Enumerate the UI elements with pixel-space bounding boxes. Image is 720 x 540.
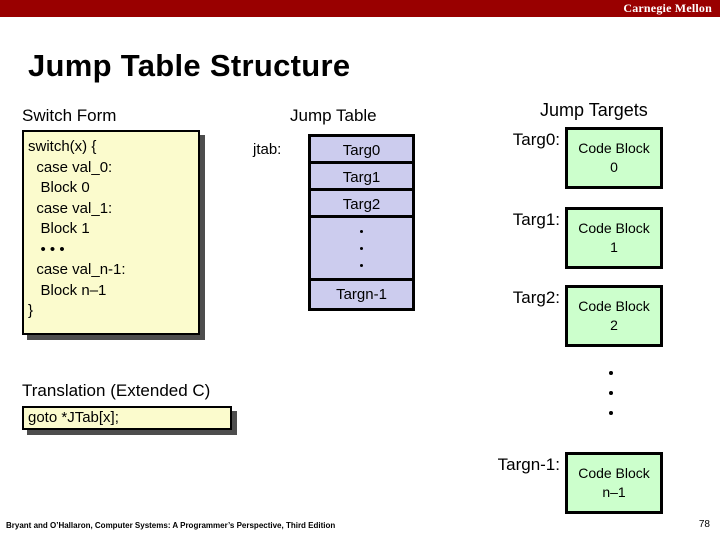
translation-heading: Translation (Extended C) <box>22 381 211 400</box>
targets-vertical-ellipsis-icon <box>605 363 617 423</box>
code-line: case val_0: <box>28 158 113 176</box>
code-block-title: Code Block <box>578 140 650 156</box>
jump-table-cell: Targ1 <box>311 164 412 191</box>
jump-table-heading: Jump Table <box>290 106 377 125</box>
code-block-index: 2 <box>610 317 618 333</box>
code-block-index: n–1 <box>602 484 626 500</box>
page-title: Jump Table Structure <box>28 48 351 83</box>
code-block-2: Code Block 2 <box>565 285 663 347</box>
target-label-0: Targ0: <box>512 130 560 149</box>
code-block-index: 0 <box>610 159 618 175</box>
footer-attribution: Bryant and O’Hallaron, Computer Systems:… <box>6 521 336 530</box>
code-line: case val_n-1: <box>28 261 126 278</box>
translation-code-line: goto *JTab[x]; <box>28 408 119 426</box>
vertical-ellipsis-icon <box>311 218 412 278</box>
code-block-0: Code Block 0 <box>565 127 663 189</box>
code-block-n-1: Code Block n–1 <box>565 452 663 514</box>
target-label-1: Targ1: <box>512 210 560 229</box>
jump-table-cell: Targn-1 <box>311 281 412 308</box>
jump-table-cell-ellipsis <box>311 218 412 281</box>
page-number: 78 <box>698 519 710 530</box>
jump-table-cell: Targ2 <box>311 191 412 218</box>
translation-code-panel: goto *JTab[x]; <box>22 406 232 430</box>
switch-form-heading: Switch Form <box>22 106 117 125</box>
code-line: Block 0 <box>28 179 90 196</box>
target-label-n-1: Targn-1: <box>497 455 560 474</box>
code-block-title: Code Block <box>578 220 650 236</box>
jtab-pointer-label: jtab: <box>253 141 282 158</box>
jump-table-cell: Targ0 <box>311 137 412 164</box>
code-line-ellipsis: • • • <box>28 240 65 258</box>
code-line: } <box>28 302 34 319</box>
target-label-2: Targ2: <box>512 288 560 307</box>
brand-label: Carnegie Mellon <box>623 1 712 15</box>
jump-targets-heading: Jump Targets <box>540 100 648 120</box>
code-block-1: Code Block 1 <box>565 207 663 269</box>
switch-form-code-panel: switch(x) { case val_0: Block 0 case val… <box>22 130 200 335</box>
code-block-index: 1 <box>610 239 618 255</box>
code-block-title: Code Block <box>578 465 650 481</box>
code-block-title: Code Block <box>578 298 650 314</box>
code-line: case val_1: <box>28 199 113 217</box>
code-line: Block 1 <box>28 220 90 237</box>
jump-table: Targ0 Targ1 Targ2 Targn-1 <box>308 134 415 311</box>
code-line: switch(x) { <box>28 138 97 155</box>
header-bar <box>0 0 720 17</box>
code-line: Block n–1 <box>28 281 107 299</box>
